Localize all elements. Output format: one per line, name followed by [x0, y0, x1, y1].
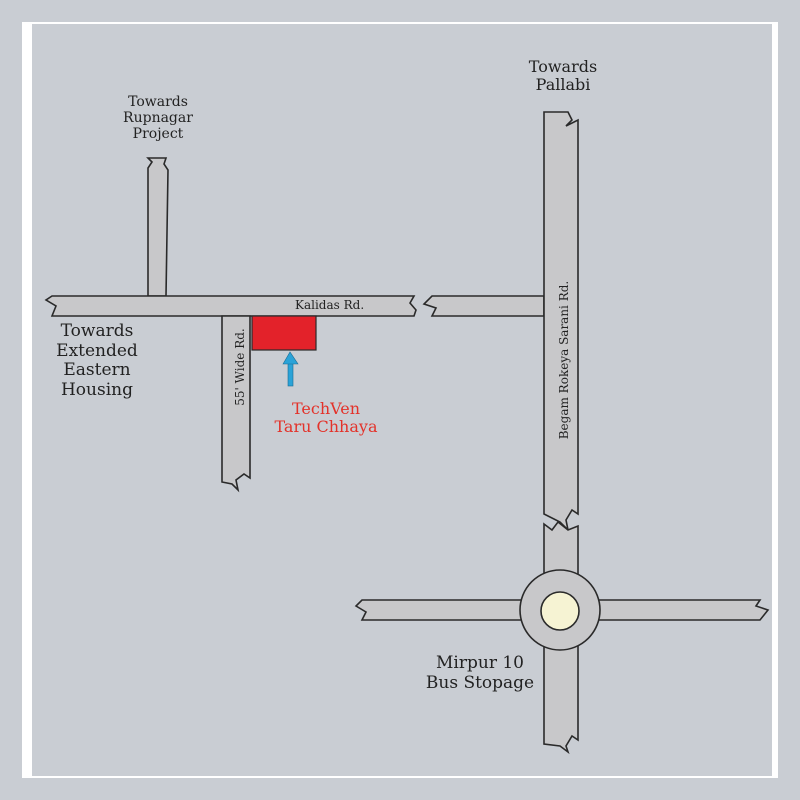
site-pointer-up-arrow-icon [282, 351, 299, 387]
road-connector [422, 295, 545, 317]
map-background [32, 24, 772, 776]
road-begam-rokeya [543, 111, 579, 533]
label-site-techven: TechVen Taru Chhaya [274, 399, 378, 437]
label-rupnagar: Towards Rupnagar Project [123, 94, 193, 143]
label-mirpur-10: Mirpur 10 Bus Stopage [425, 653, 535, 693]
road-rupnagar [146, 157, 169, 297]
road-55-wide [221, 315, 251, 493]
road-label-kalidas: Kalidas Rd. [295, 298, 365, 312]
road-label-55-wide: 55' Wide Rd. [233, 328, 247, 406]
site-marker [251, 315, 317, 351]
road-kalidas [44, 295, 417, 317]
label-pallabi: Towards Pallabi [528, 57, 598, 95]
label-extended-eastern-housing: Towards Extended Eastern Housing [56, 321, 138, 400]
roundabout-circle-icon [540, 591, 580, 631]
road-label-begam-rokeya: Begam Rokeya Sarani Rd. [557, 280, 571, 440]
